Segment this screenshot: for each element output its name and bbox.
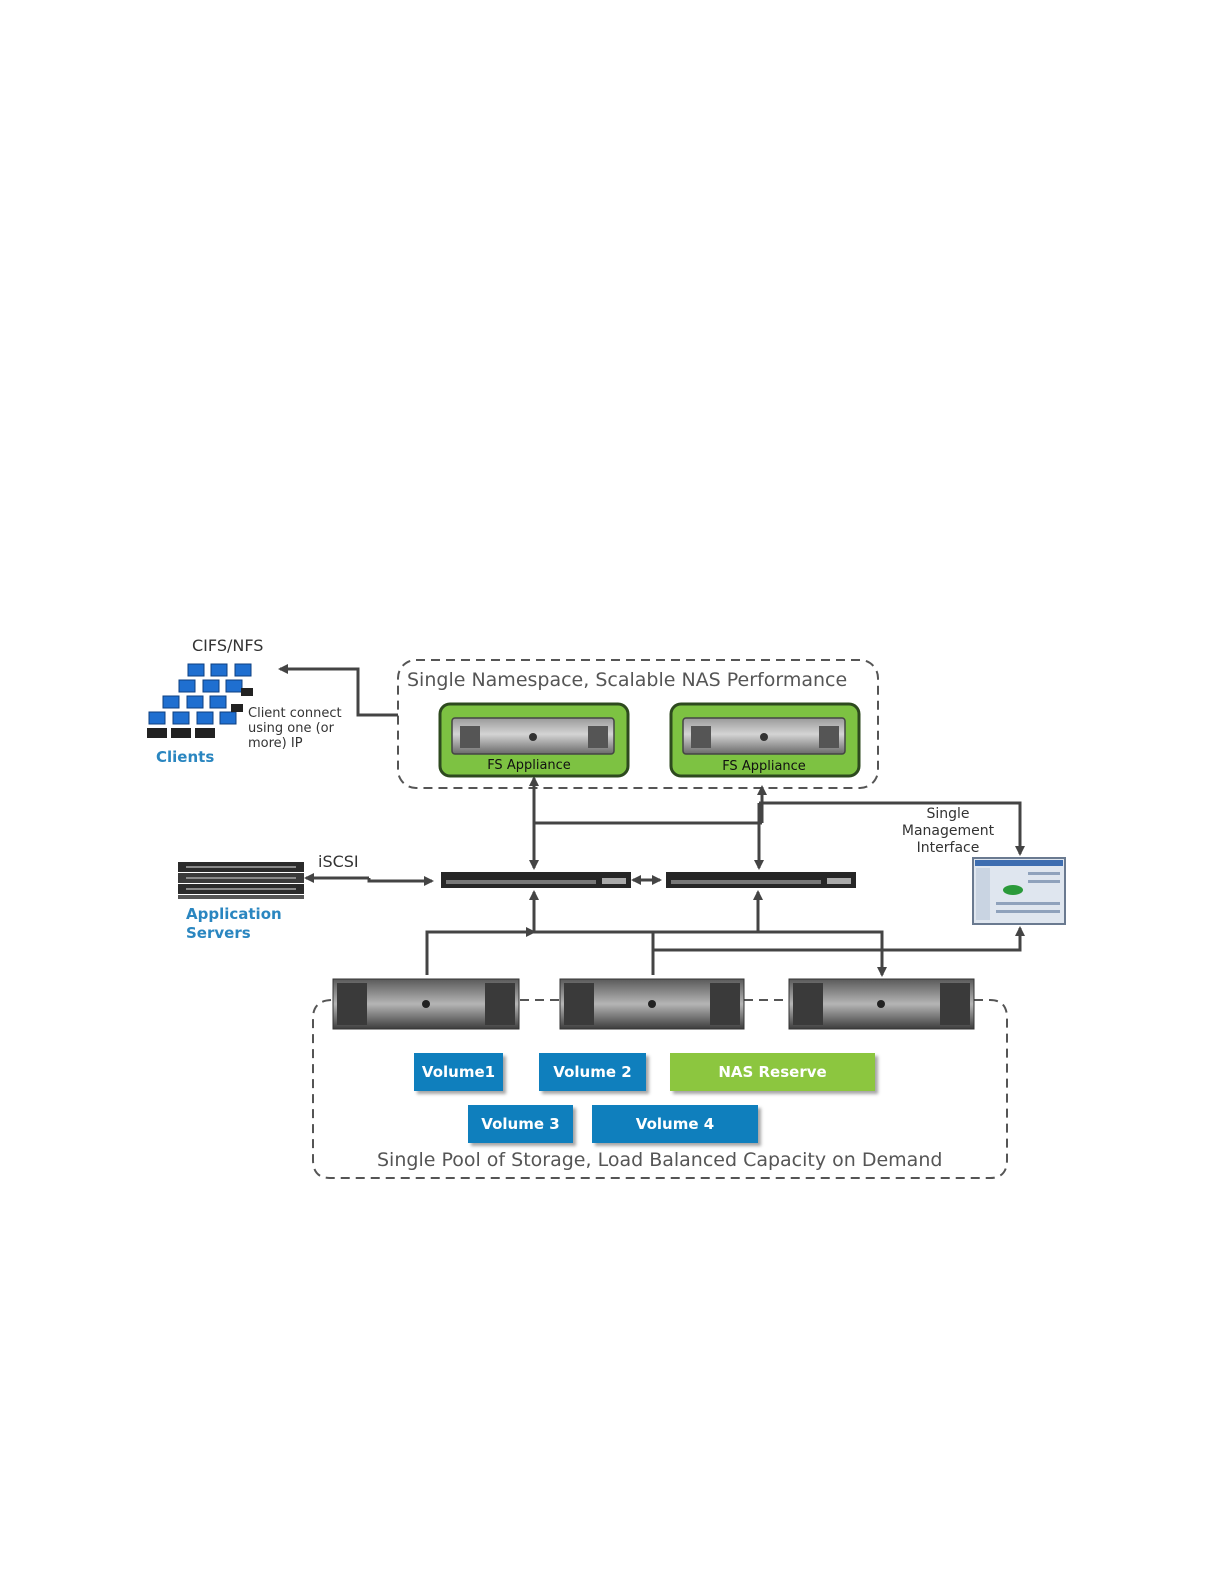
monitor-icon <box>149 664 251 724</box>
storage-array-icon <box>789 979 974 1029</box>
volume-2: Volume 2 <box>539 1053 646 1091</box>
fs-appliance-1-label: FS Appliance <box>440 758 618 773</box>
nas-reserve: NAS Reserve <box>670 1053 875 1091</box>
iscsi-label: iSCSI <box>318 852 359 871</box>
protocol-label: CIFS/NFS <box>192 636 263 655</box>
rack-server-icon <box>178 862 304 899</box>
storage-array-icon <box>333 979 519 1029</box>
namespace-title: Single Namespace, Scalable NAS Performan… <box>407 669 847 691</box>
app-servers-label: Application Servers <box>186 905 286 943</box>
management-screen-icon <box>973 858 1065 924</box>
pool-title: Single Pool of Storage, Load Balanced Ca… <box>377 1149 942 1171</box>
volume-3: Volume 3 <box>468 1105 573 1143</box>
network-switch-icon <box>666 872 856 888</box>
clients-label: Clients <box>156 748 214 766</box>
mgmt-label: Single Management Interface <box>898 806 998 857</box>
fs-appliance-2-label: FS Appliance <box>675 759 853 774</box>
client-connect-label: Client connect using one (or more) IP <box>248 706 352 751</box>
volume-1: Volume1 <box>414 1053 503 1091</box>
volume-4: Volume 4 <box>592 1105 758 1143</box>
storage-array-icon <box>560 979 744 1029</box>
iscsi-link <box>369 878 432 881</box>
clients-icon <box>147 664 253 738</box>
network-switch-icon <box>441 872 631 888</box>
